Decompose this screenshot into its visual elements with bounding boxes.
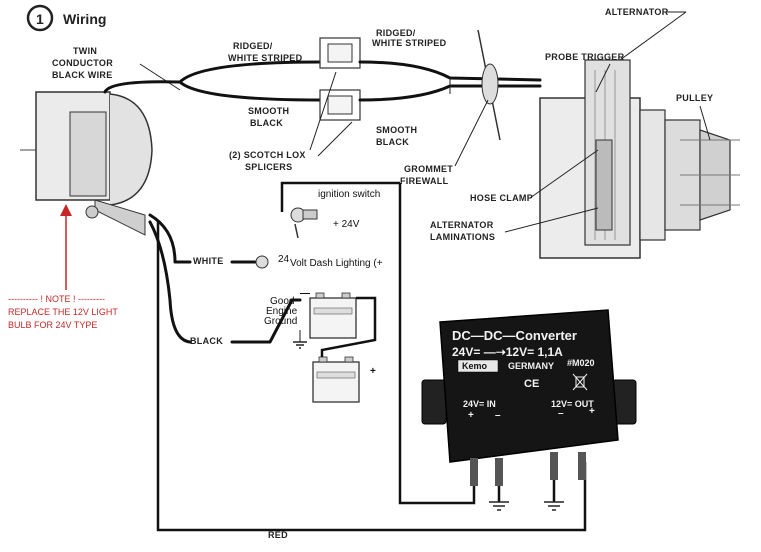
svg-text:Good: Good [270, 296, 294, 307]
out-minus: – [558, 408, 564, 419]
converter-out-label: 12V= OUT [551, 399, 594, 409]
scotch-lox-splicer-bottom [319, 89, 361, 121]
svg-text:LAMINATIONS: LAMINATIONS [430, 232, 495, 242]
ground-symbol-out [544, 480, 564, 511]
svg-text:SMOOTH: SMOOTH [248, 106, 289, 116]
svg-text:HOSE CLAMP: HOSE CLAMP [470, 193, 533, 203]
dash-lighting-label: Volt Dash Lighting (+ [290, 258, 383, 269]
svg-text:SMOOTH: SMOOTH [376, 125, 417, 135]
grommet-label: GROMMET FIREWALL [400, 164, 453, 186]
alternator-label: ALTERNATOR [605, 7, 669, 17]
plus-24v-label: + 24V [333, 219, 360, 230]
svg-text:BLACK WIRE: BLACK WIRE [52, 70, 113, 80]
svg-text:ALTERNATOR: ALTERNATOR [430, 220, 494, 230]
svg-text:WHITE STRIPED: WHITE STRIPED [228, 53, 303, 63]
note-line1: REPLACE THE 12V LIGHT [8, 307, 118, 317]
grommet-firewall [477, 29, 501, 141]
red-wire-label: RED [268, 530, 288, 540]
converter-model: #M020 [567, 358, 595, 368]
svg-text:WHITE STRIPED: WHITE STRIPED [372, 38, 447, 48]
dash-lighting-number: 24 [278, 254, 290, 265]
svg-text:(2) SCOTCH LOX: (2) SCOTCH LOX [229, 150, 306, 160]
converter-country: GERMANY [508, 361, 554, 371]
page-title: Wiring [63, 11, 106, 27]
out-plus: + [589, 406, 595, 417]
probe-trigger-label: PROBE TRIGGER [545, 52, 625, 62]
hose-clamp-label: HOSE CLAMP [470, 193, 533, 203]
dash-light-bulb-icon [255, 255, 269, 269]
svg-text:GROMMET: GROMMET [404, 164, 453, 174]
svg-text:TWIN: TWIN [73, 46, 97, 56]
svg-text:RIDGED/: RIDGED/ [233, 41, 273, 51]
converter-spec: 24V= —➝12V= 1,1A [452, 345, 563, 359]
weee-bin-icon [572, 373, 588, 391]
ridged-label-left: RIDGED/ WHITE STRIPED [228, 41, 303, 63]
twin-conductor-label: TWIN CONDUCTOR BLACK WIRE [52, 46, 113, 80]
svg-text:PULLEY: PULLEY [676, 93, 713, 103]
laminations-label: ALTERNATOR LAMINATIONS [430, 220, 495, 242]
svg-text:RIDGED/: RIDGED/ [376, 28, 416, 38]
svg-text:BLACK: BLACK [376, 137, 409, 147]
white-wire-label: WHITE [193, 256, 224, 266]
alternator [539, 59, 740, 259]
step-number: 1 [36, 11, 44, 27]
battery-plus-label: + [370, 366, 376, 377]
svg-text:CONDUCTOR: CONDUCTOR [52, 58, 113, 68]
black-wire-label: BLACK [190, 336, 223, 346]
ground-symbol-battery [293, 341, 307, 349]
scotch-lox-label: (2) SCOTCH LOX SPLICERS [229, 150, 306, 172]
battery-minus-label: — [300, 288, 310, 299]
smooth-black-label-left: SMOOTH BLACK [248, 106, 289, 128]
smooth-black-label-right: SMOOTH BLACK [376, 125, 417, 147]
svg-text:FIREWALL: FIREWALL [400, 176, 449, 186]
red-arrow-icon [60, 204, 72, 290]
note-line2: BULB FOR 24V TYPE [8, 320, 97, 330]
pulley-label: PULLEY [676, 93, 713, 103]
ce-mark: CE [524, 378, 539, 390]
note-header: ---------- ! NOTE ! --------- [8, 294, 105, 304]
converter-brand: Kemo [462, 361, 488, 371]
ridged-label-right: RIDGED/ WHITE STRIPED [372, 28, 447, 48]
dc-dc-converter [421, 309, 637, 486]
svg-text:Engine: Engine [266, 306, 298, 317]
in-plus: + [468, 410, 474, 421]
ground-symbol-in [489, 486, 509, 511]
scotch-lox-splicer-top [319, 37, 361, 69]
gauge-screw-icon [85, 205, 99, 219]
svg-text:SPLICERS: SPLICERS [245, 162, 292, 172]
step-badge [26, 4, 54, 32]
svg-text:PROBE TRIGGER: PROBE TRIGGER [545, 52, 625, 62]
converter-in-label: 24V= IN [463, 399, 496, 409]
svg-text:ALTERNATOR: ALTERNATOR [605, 7, 669, 17]
battery-top [309, 292, 357, 339]
svg-text:BLACK: BLACK [250, 118, 283, 128]
battery-bottom [312, 356, 360, 403]
svg-text:Ground: Ground [264, 316, 297, 327]
converter-title: DC—DC—Converter [452, 328, 577, 343]
gauge [20, 91, 153, 236]
in-minus: – [495, 410, 501, 421]
ignition-switch-label: ignition switch [318, 189, 380, 200]
ignition-switch [280, 181, 400, 239]
ground-label: Good Engine Ground [264, 296, 298, 327]
